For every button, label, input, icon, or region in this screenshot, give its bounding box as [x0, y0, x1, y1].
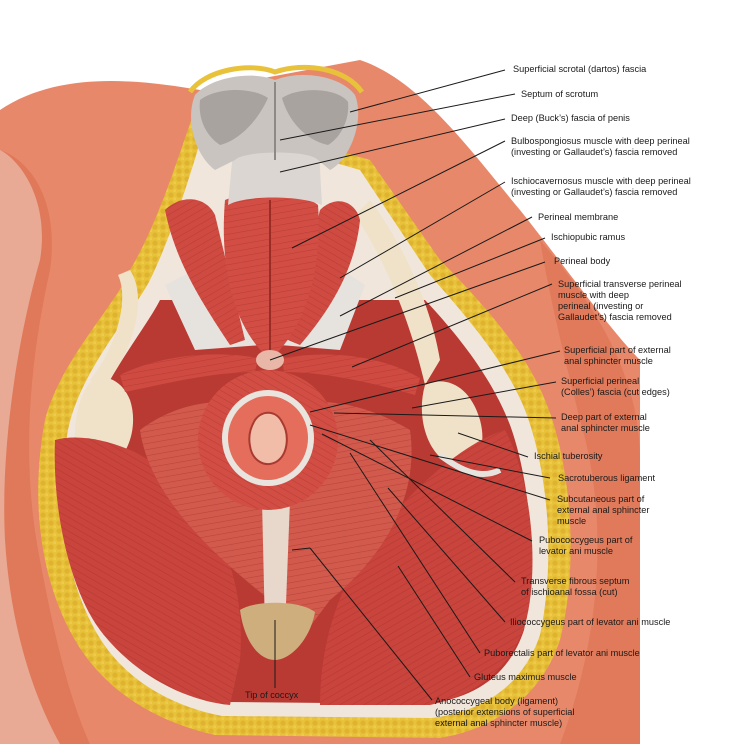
leader-ischial-tuberosity — [457, 432, 529, 458]
leader-ischiopubic-ramus — [394, 237, 546, 299]
label-perineal-body: Perineal body — [554, 256, 611, 266]
leader-colles-fascia — [411, 381, 557, 409]
dartos-fascia-edge — [187, 64, 365, 94]
leader-superficial-scrotal-fascia — [349, 69, 506, 113]
label-superficial-scrotal-fascia: Superficial scrotal (dartos) fascia — [513, 64, 647, 74]
leader-superficial-external-anal-sphincter — [309, 350, 561, 413]
leader-anococcygeal-body-a — [291, 547, 311, 551]
coccyx — [240, 602, 315, 660]
sacrotuberous-ligament — [438, 452, 502, 477]
leader-pubococcygeus — [321, 433, 533, 542]
label-anococcygeal-body: Anococcygeal body (ligament) (posterior … — [435, 696, 575, 728]
label-puborectalis: Puborectalis part of levator ani muscle — [484, 648, 640, 658]
label-subcutaneous-external-anal-sphincter: Subcutaneous part of external anal sphin… — [557, 494, 650, 526]
leader-subcutaneous-sphincter — [309, 424, 551, 501]
label-bucks-fascia: Deep (Buck’s) fascia of penis — [511, 113, 630, 123]
leader-septum-of-scrotum — [279, 93, 516, 141]
leader-perineal-membrane — [339, 216, 533, 317]
label-ischiopubic-ramus: Ischiopubic ramus — [551, 232, 626, 242]
ischial-tuberosity-right — [421, 381, 483, 466]
leader-transverse-fibrous-septum — [369, 439, 516, 583]
leader-puborectalis — [349, 452, 481, 654]
leader-anococcygeal-body-b — [309, 547, 433, 701]
leader-ischiocavernosus — [339, 181, 506, 279]
skin-shading-left — [0, 150, 90, 744]
label-colles-fascia: Superficial perineal (Colles’) fascia (c… — [561, 376, 670, 397]
label-iliococcygeus: Iliococcygeus part of levator ani muscle — [510, 617, 671, 627]
leader-superficial-transverse-perineal — [351, 283, 553, 368]
leader-iliococcygeus — [387, 487, 506, 623]
anus — [248, 411, 288, 465]
anococcygeal-body — [262, 500, 290, 630]
label-sacrotuberous-ligament: Sacrotuberous ligament — [558, 473, 656, 483]
leader-gluteus-maximus — [397, 565, 471, 678]
leader-deep-external-anal-sphincter — [333, 412, 557, 419]
ischiopubic-ramus-left — [90, 270, 139, 390]
label-ischiocavernosus: Ischiocavernosus muscle with deep perine… — [511, 176, 691, 197]
label-bulbospongiosus: Bulbospongiosus muscle with deep perinea… — [511, 136, 690, 157]
label-superficial-external-anal-sphincter: Superficial part of external anal sphinc… — [564, 345, 671, 366]
leader-sacrotuberous-ligament — [429, 454, 551, 479]
label-perineal-membrane: Perineal membrane — [538, 212, 619, 222]
label-transverse-fibrous-septum: Transverse fibrous septum of ischioanal … — [521, 576, 630, 597]
label-gluteus-maximus: Gluteus maximus muscle — [474, 672, 577, 682]
label-pubococcygeus: Pubococcygeus part of levator ani muscle — [539, 535, 633, 556]
label-septum-of-scrotum: Septum of scrotum — [521, 89, 599, 99]
label-tip-of-coccyx: Tip of coccyx — [245, 690, 299, 700]
leader-perineal-body — [269, 261, 546, 361]
leader-bucks-fascia — [279, 118, 506, 173]
label-superficial-transverse-perineal: Superficial transverse perineal muscle w… — [558, 279, 682, 322]
label-deep-external-anal-sphincter: Deep part of external anal sphincter mus… — [561, 412, 650, 433]
leader-bulbospongiosus — [291, 140, 506, 249]
skin-shading-right — [540, 240, 640, 744]
ischiopubic-ramus-right — [355, 200, 440, 385]
label-ischial-tuberosity: Ischial tuberosity — [534, 451, 603, 461]
